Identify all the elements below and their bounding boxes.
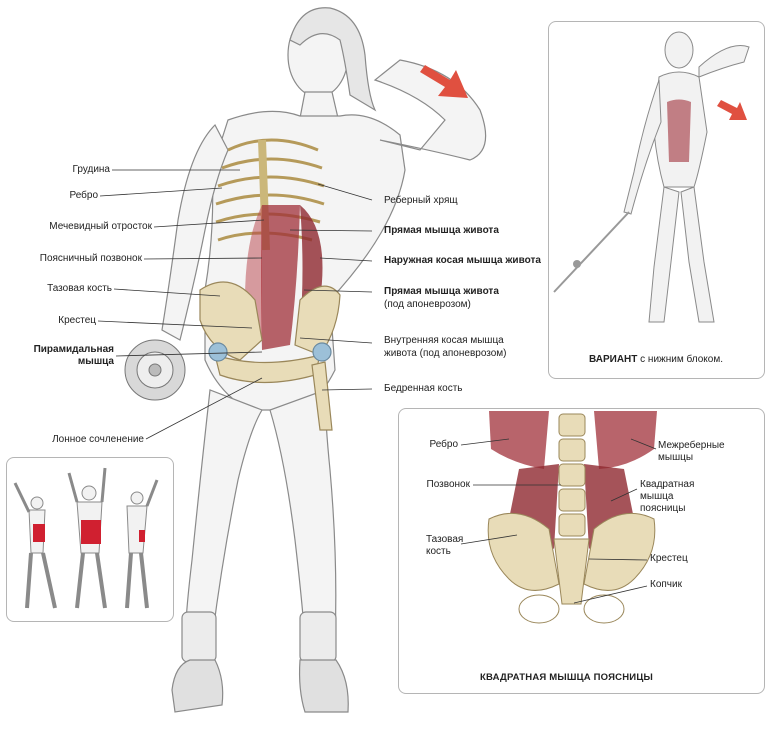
label-external-oblique: Наружная косая мышца живота (384, 255, 541, 266)
variant-caption-rest: с нижним блоком. (637, 353, 723, 365)
label-rectus-abdominis: Прямая мышца живота (384, 225, 499, 236)
label-rib: Ребро (69, 190, 98, 201)
quad-label-quadratus-3: поясницы (640, 503, 686, 514)
leader-lines (97, 169, 373, 440)
label-pelvic-bone: Тазовая кость (47, 283, 112, 294)
label-costal-cartilage: Реберный хрящ (384, 195, 458, 206)
quad-label-pelvic-1: Тазовая (426, 534, 464, 545)
pelvis (199, 281, 341, 431)
label-internal-oblique-1: Внутренняя косая мышца (384, 335, 504, 346)
quad-label-sacrum: Крестец (650, 553, 688, 564)
quad-label-intercostal-2: мышцы (658, 452, 693, 463)
label-rectus-sheath-2: (под апоневрозом) (384, 299, 471, 310)
stretch-figures (13, 467, 159, 609)
quad-label-rib: Ребро (429, 439, 458, 450)
label-pyramidal-1: Пирамидальная (33, 344, 114, 355)
label-rectus-sheath-1: Прямая мышца живота (384, 286, 499, 297)
quad-label-pelvic-2: кость (426, 546, 451, 557)
quadratus-panel (398, 408, 765, 694)
movement-arrow-main (420, 65, 468, 98)
quad-label-quadratus-2: мышца (640, 491, 674, 502)
quad-label-vertebra: Позвонок (426, 479, 470, 490)
label-internal-oblique-2: живота (под апоневрозом) (384, 348, 507, 359)
lumbar-spine-illustration (460, 411, 657, 624)
variant-figure: ВАРИАНТ с нижним блоком. (553, 31, 750, 365)
label-sacrum: Крестец (58, 315, 96, 326)
variant-caption: ВАРИАНТ с нижним блоком. (589, 353, 723, 365)
label-xiphoid: Мечевидный отросток (49, 221, 152, 232)
quad-label-coccyx: Копчик (650, 579, 682, 590)
quad-label-quadratus-1: Квадратная (640, 479, 695, 490)
quad-label-intercostal-1: Межреберные (658, 440, 725, 451)
stretch-figures-panel (6, 457, 174, 622)
label-pyramidal-2: мышца (77, 356, 114, 367)
label-pubic-symphysis: Лонное сочленение (52, 434, 144, 445)
dumbbell (124, 339, 186, 401)
label-femur: Бедренная кость (384, 383, 463, 394)
variant-caption-bold: ВАРИАНТ (589, 354, 637, 365)
label-lumbar-vertebra: Поясничный позвонок (39, 253, 142, 264)
quad-caption: КВАДРАТНАЯ МЫШЦА ПОЯСНИЦЫ (480, 672, 653, 683)
variant-panel: ВАРИАНТ с нижним блоком. (548, 21, 765, 379)
label-sternum: Грудина (72, 164, 110, 175)
